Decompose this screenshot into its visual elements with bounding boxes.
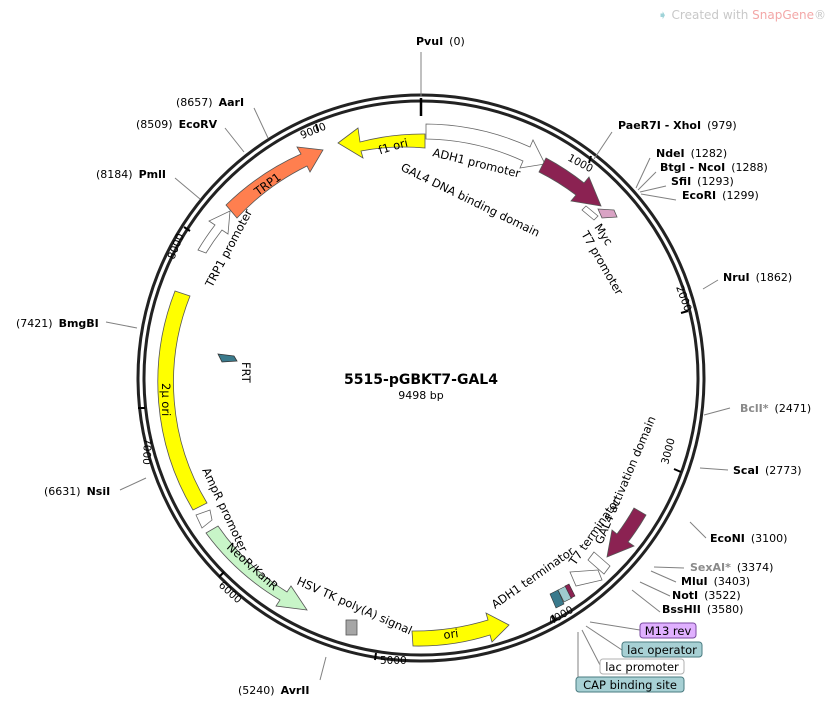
site-scai[interactable]: ScaI(2773) — [733, 464, 802, 477]
site-bcli[interactable]: BclI*(2471) — [740, 402, 811, 415]
m13-rev-label: M13 rev — [645, 624, 692, 638]
svg-text:(7421)BmgBI: (7421)BmgBI — [16, 317, 99, 330]
gal4-dbd-arrow — [538, 157, 602, 207]
cap-site-box[interactable]: CAP binding site — [575, 676, 685, 693]
tick-label: 8000 — [166, 232, 187, 261]
svg-text:(8184)PmlI: (8184)PmlI — [96, 168, 166, 181]
site-noti[interactable]: NotI(3522) — [672, 589, 741, 602]
lac-promoter-label: lac promoter — [605, 660, 679, 674]
trp1-arrow — [225, 146, 324, 219]
svg-text:EcoRI(1299): EcoRI(1299) — [682, 189, 759, 202]
ori-arrow — [411, 612, 510, 647]
svg-text:PvuI(0): PvuI(0) — [416, 35, 465, 48]
svg-text:(8509)EcoRV: (8509)EcoRV — [136, 118, 218, 131]
svg-text:SexAI*(3374): SexAI*(3374) — [690, 561, 773, 574]
t7-promoter-arrow — [581, 205, 599, 221]
hsv-tk-polya — [345, 619, 358, 636]
svg-text:PaeR7I - XhoI(979): PaeR7I - XhoI(979) — [618, 119, 737, 132]
snapgene-logo-icon: ➧ — [657, 8, 668, 22]
trp1-promoter-arrow — [197, 210, 231, 254]
plasmid-length: 9498 bp — [398, 389, 443, 402]
svg-text:SfiI(1293): SfiI(1293) — [671, 175, 734, 188]
tick-label: 6000 — [216, 579, 244, 606]
svg-text:MluI(3403): MluI(3403) — [681, 575, 750, 588]
svg-text:EcoNI(3100): EcoNI(3100) — [710, 532, 787, 545]
svg-text:BtgI - NcoI(1288): BtgI - NcoI(1288) — [660, 161, 768, 174]
watermark: ➧ Created with SnapGene® — [658, 8, 826, 22]
site-btgi-ncoi[interactable]: BtgI - NcoI(1288) — [660, 161, 768, 174]
site-ecori[interactable]: EcoRI(1299) — [682, 189, 759, 202]
site-nrui[interactable]: NruI(1862) — [723, 271, 792, 284]
svg-text:(6631)NsiI: (6631)NsiI — [44, 485, 110, 498]
two-mu-ori-label: 2μ ori — [159, 383, 173, 416]
tick-marks — [138, 123, 689, 661]
lac-element-2 — [557, 585, 573, 603]
lac-element-1 — [549, 589, 565, 609]
cap-site-label: CAP binding site — [583, 678, 677, 692]
ampr-promoter-arrow — [195, 509, 213, 529]
plasmid-name: 5515-pGBKT7-GAL4 — [344, 372, 498, 388]
site-mlui[interactable]: MluI(3403) — [681, 575, 750, 588]
lac-element-3 — [564, 583, 576, 599]
svg-text:ScaI(2773): ScaI(2773) — [733, 464, 802, 477]
tick-label: 3000 — [659, 437, 678, 466]
neo-kan-arrow — [205, 525, 308, 611]
neo-kan-label: NeoR/KanR — [224, 540, 281, 593]
tick-label: 9000 — [299, 121, 328, 142]
svg-text:BclI*(2471): BclI*(2471) — [740, 402, 811, 415]
frt-site — [217, 353, 238, 363]
site-avrii[interactable]: (5240)AvrII — [238, 684, 309, 697]
watermark-suffix: ® — [814, 8, 826, 22]
box-leaders — [577, 621, 641, 678]
f1-ori-arrow — [337, 127, 426, 159]
adh1-terminator — [569, 569, 603, 587]
site-pmli[interactable]: (8184)PmlI — [96, 168, 166, 181]
site-leaders — [105, 52, 731, 681]
site-sfii[interactable]: SfiI(1293) — [671, 175, 734, 188]
site-aari[interactable]: (8657)AarI — [176, 96, 244, 109]
site-nsii[interactable]: (6631)NsiI — [44, 485, 110, 498]
svg-text:(5240)AvrII: (5240)AvrII — [238, 684, 309, 697]
gal4-dbd-label: GAL4 DNA binding domain — [399, 160, 542, 240]
frt-label: FRT — [239, 362, 253, 384]
svg-text:NruI(1862): NruI(1862) — [723, 271, 792, 284]
site-pvui[interactable]: PvuI(0) — [416, 35, 465, 48]
site-econi[interactable]: EcoNI(3100) — [710, 532, 787, 545]
svg-text:(8657)AarI: (8657)AarI — [176, 96, 244, 109]
lac-promoter-box[interactable]: lac promoter — [599, 658, 685, 675]
watermark-brand: SnapGene — [752, 8, 814, 22]
site-ecorv[interactable]: (8509)EcoRV — [136, 118, 218, 131]
site-ndei[interactable]: NdeI(1282) — [656, 147, 727, 160]
site-bsshii[interactable]: BssHII(3580) — [662, 603, 743, 616]
watermark-prefix: Created with — [671, 8, 753, 22]
svg-text:BssHII(3580): BssHII(3580) — [662, 603, 743, 616]
ori-label: ori — [442, 626, 459, 642]
two-mu-ori — [157, 290, 208, 511]
tick-label: 5000 — [380, 655, 407, 667]
myc-tag — [597, 208, 618, 219]
gal4-ad-arrow — [606, 507, 647, 558]
svg-text:NdeI(1282): NdeI(1282) — [656, 147, 727, 160]
site-sexai[interactable]: SexAI*(3374) — [690, 561, 773, 574]
t7-terminator — [587, 551, 611, 575]
lac-operator-label: lac operator — [627, 643, 697, 657]
site-paer7i-xhoi[interactable]: PaeR7I - XhoI(979) — [618, 119, 737, 132]
tick-label: 7000 — [140, 438, 153, 465]
svg-text:NotI(3522): NotI(3522) — [672, 589, 741, 602]
lac-operator-box[interactable]: lac operator — [621, 641, 703, 658]
tick-label: 1000 — [566, 152, 595, 175]
site-bmgbi[interactable]: (7421)BmgBI — [16, 317, 99, 330]
m13-rev-box[interactable]: M13 rev — [639, 622, 697, 639]
